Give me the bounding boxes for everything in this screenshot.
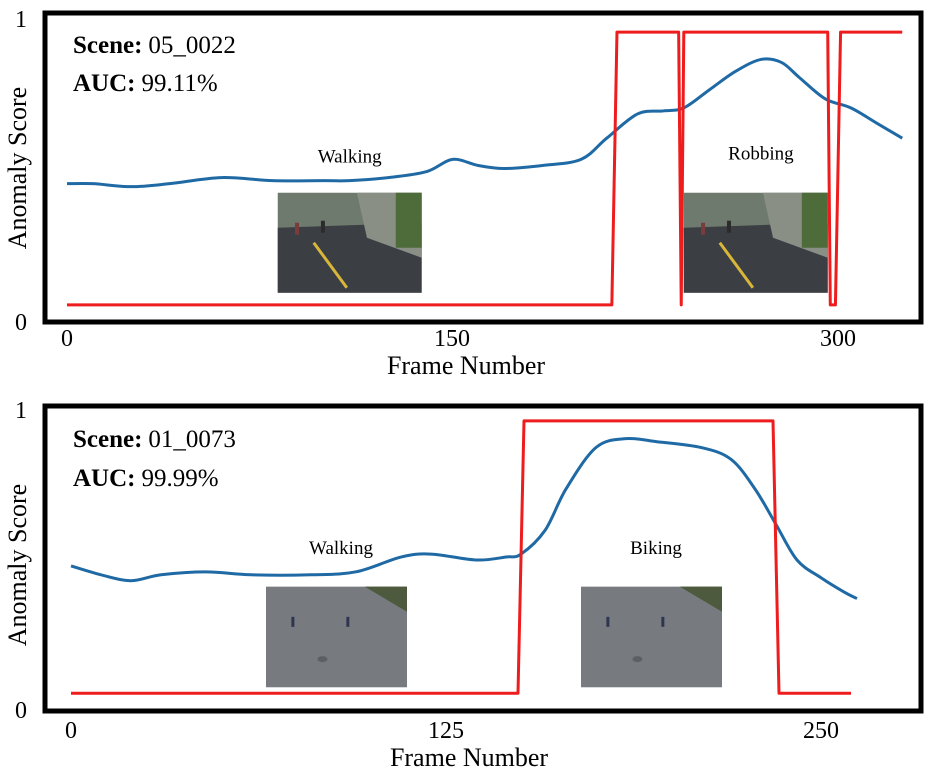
- thumbnail-person: [291, 616, 295, 627]
- y-axis-label: Anomaly Score: [3, 87, 32, 249]
- x-axis-label: Frame Number: [387, 351, 545, 380]
- auc-value: 99.99%: [142, 465, 219, 492]
- event-label: Walking: [318, 146, 382, 167]
- thumbnails: [266, 586, 722, 688]
- auc-info: AUC:99.11%: [73, 70, 218, 97]
- thumbnail-person: [346, 616, 350, 627]
- thumbnails: [277, 192, 828, 293]
- scene-info: Scene:01_0073: [73, 426, 236, 453]
- x-axis-label: Frame Number: [390, 743, 548, 772]
- thumbnail-lane-mark: [312, 241, 349, 289]
- y-axis-label: Anomaly Score: [3, 484, 32, 646]
- scene-label: Scene:: [73, 32, 142, 59]
- x-tick-label: 0: [61, 326, 73, 352]
- thumbnail-person: [295, 222, 300, 235]
- scene-info: Scene:05_0022: [73, 32, 236, 59]
- thumbnail-trees: [801, 192, 828, 248]
- thumbnail: [581, 586, 722, 688]
- thumbnail-bg: [581, 586, 722, 688]
- x-tick-label: 0: [65, 718, 77, 744]
- x-tick-label: 150: [434, 326, 470, 352]
- y-tick-label: 1: [15, 398, 27, 424]
- ground-truth-line: [71, 419, 851, 695]
- y-tick-label: 1: [15, 7, 27, 33]
- thumbnail-lane-mark: [718, 241, 755, 289]
- thumbnail: [683, 192, 828, 293]
- event-labels: Walking Biking: [309, 538, 682, 559]
- thumbnail-trees: [395, 192, 422, 248]
- panel-top: 1 0 0 150 300 Frame Number Anomaly Score…: [3, 7, 924, 380]
- event-label: Biking: [630, 538, 682, 559]
- event-labels: Walking Robbing: [318, 143, 794, 167]
- series-group: [70, 419, 858, 695]
- thumbnail: [277, 192, 422, 293]
- ground-truth-line: [67, 30, 903, 307]
- x-tick-label: 300: [820, 326, 856, 352]
- auc-value: 99.11%: [142, 70, 218, 97]
- thumbnail-person: [701, 222, 706, 235]
- thumbnail-person: [320, 220, 325, 233]
- auc-label: AUC:: [73, 70, 136, 97]
- thumbnail-bg: [266, 586, 407, 688]
- thumbnail-manhole: [317, 656, 328, 663]
- event-label: Walking: [309, 538, 373, 559]
- scene-value: 01_0073: [148, 426, 236, 453]
- thumbnail-person: [726, 220, 731, 233]
- scene-label: Scene:: [73, 426, 142, 453]
- anomaly-score-line: [66, 57, 904, 189]
- x-tick-label: 250: [803, 718, 839, 744]
- auc-label: AUC:: [73, 465, 136, 492]
- thumbnail: [266, 586, 407, 688]
- thumbnail-person: [606, 616, 610, 627]
- thumbnail-trees: [364, 586, 407, 612]
- series-group: [66, 30, 904, 307]
- y-tick-label: 0: [15, 698, 27, 724]
- panel-bottom: 1 0 0 125 250 Frame Number Anomaly Score…: [3, 398, 924, 772]
- scene-value: 05_0022: [148, 32, 236, 59]
- auc-info: AUC:99.99%: [73, 465, 219, 492]
- x-tick-label: 125: [428, 718, 464, 744]
- thumbnail-manhole: [632, 656, 643, 663]
- event-label: Robbing: [728, 143, 794, 164]
- thumbnail-trees: [679, 586, 722, 612]
- y-tick-label: 0: [15, 310, 27, 336]
- thumbnail-person: [661, 616, 665, 627]
